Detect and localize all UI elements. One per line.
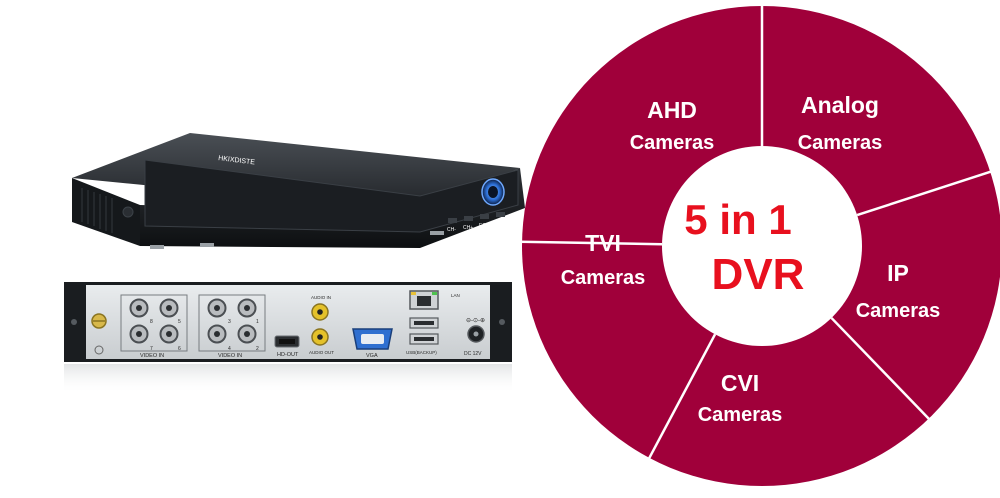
vga-label: VGA xyxy=(366,353,378,359)
bnc-port-number: 3 xyxy=(228,319,231,325)
ch-plus-button[interactable] xyxy=(464,216,473,221)
bnc-port-number: 7 xyxy=(150,346,153,352)
video-in-block-left: 8 5 7 6 VIDEO IN xyxy=(120,294,188,359)
bnc-block-frame xyxy=(198,294,266,352)
dvr-side-vents xyxy=(81,188,113,233)
ch-minus-button[interactable] xyxy=(448,218,457,223)
bnc-port-number: 6 xyxy=(178,346,181,352)
segment-ahd-title: AHD xyxy=(647,97,697,123)
menu-label: MENU xyxy=(494,221,509,227)
camera-type-wheel: 5 in 1DVRAHDCamerasAnalogCamerasIPCamera… xyxy=(520,4,1000,486)
esc-label: ESC xyxy=(479,223,490,229)
audio-in-label: AUDIO IN xyxy=(311,295,331,300)
bnc-port-number: 8 xyxy=(150,319,153,325)
rear-panel-reflection xyxy=(64,364,512,394)
dvr-brand-logo: HKIXDISTE xyxy=(218,155,256,166)
segment-ip-title: IP xyxy=(887,260,909,286)
mount-screw xyxy=(499,319,505,325)
wheel-center xyxy=(662,146,862,346)
wheel-divider xyxy=(647,333,717,461)
segment-cvi-title: CVI xyxy=(721,370,759,396)
dvr-foot xyxy=(200,243,214,247)
bnc-port-number: 4 xyxy=(228,346,231,352)
segment-analog-subtitle: Cameras xyxy=(798,132,883,154)
wheel-center-title: 5 in 1 xyxy=(684,196,791,243)
dvr-front-unit: HKIXDISTE CH- CH+ ESC MENU xyxy=(72,133,525,249)
dc-label: DC 12V xyxy=(464,351,482,357)
ground-symbol-icon xyxy=(94,345,104,355)
audio-out-label: AUDIO OUT xyxy=(309,350,334,355)
dvr-foot xyxy=(430,231,444,235)
video-in-label: VIDEO IN xyxy=(140,353,164,359)
power-button-core xyxy=(488,186,498,198)
dvr-top-surface xyxy=(72,133,520,212)
video-in-label: VIDEO IN xyxy=(218,353,242,359)
segment-ip-subtitle: Cameras xyxy=(856,300,941,322)
segment-tvi-subtitle: Cameras xyxy=(561,267,646,289)
hdmi-label: HD-OUT xyxy=(277,352,299,358)
dvr-side-screw xyxy=(122,206,134,218)
wheel-divider xyxy=(830,317,932,421)
menu-button[interactable] xyxy=(496,212,505,217)
bnc-port-number: 5 xyxy=(178,319,181,325)
lan-label: LAN xyxy=(451,293,460,298)
bnc-port-number: 2 xyxy=(256,346,259,352)
segment-analog-title: Analog xyxy=(801,92,879,118)
dc-polarity-icon: ⊖-⊙-⊕ xyxy=(466,318,485,324)
video-in-block-right: 3 1 4 2 VIDEO IN xyxy=(198,294,266,359)
ch-plus-label: CH+ xyxy=(463,225,473,231)
dvr-foot xyxy=(150,245,164,249)
esc-button[interactable] xyxy=(480,214,489,219)
wheel-divider xyxy=(856,170,993,217)
mount-screw xyxy=(71,319,77,325)
segment-cvi-subtitle: Cameras xyxy=(698,404,783,426)
segment-tvi-title: TVI xyxy=(585,230,621,256)
wheel-divider xyxy=(520,240,663,246)
dvr-front-bezel xyxy=(144,159,519,233)
dvr-rear-unit: 8 5 7 6 VIDEO IN 3 1 4 2 VIDEO IN HD-OUT xyxy=(64,282,512,394)
front-button-group: CH- CH+ ESC MENU xyxy=(447,212,509,233)
bnc-port-number: 1 xyxy=(256,319,259,325)
wheel-center-subtitle: DVR xyxy=(712,250,805,299)
segment-ahd-subtitle: Cameras xyxy=(630,132,715,154)
bnc-block-frame xyxy=(120,294,188,352)
usb-label: USB(BACKUP) xyxy=(406,350,437,355)
ch-minus-label: CH- xyxy=(447,227,456,233)
